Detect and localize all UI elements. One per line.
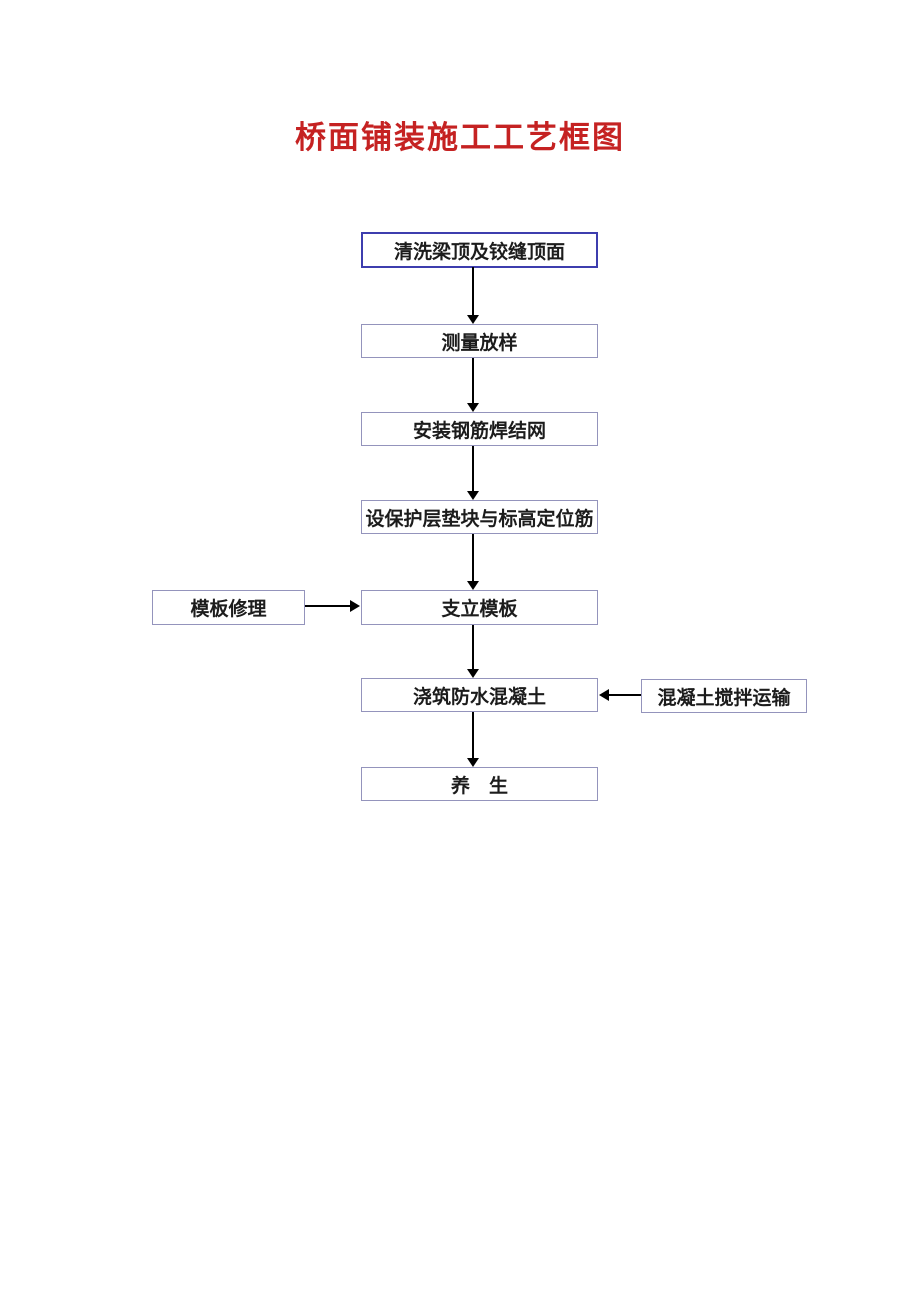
- flow-node-label: 设保护层垫块与标高定位筋: [365, 508, 594, 530]
- flow-node-survey-layout: 测量放样: [361, 324, 598, 358]
- arrow-left-concrete-transport-head-icon: [599, 689, 609, 701]
- arrow-down-2-head-icon: [467, 403, 479, 412]
- arrow-down-3-head-icon: [467, 491, 479, 500]
- arrow-down-5-head-icon: [467, 669, 479, 678]
- arrow-down-5-stem: [472, 625, 474, 669]
- arrow-down-1-stem: [472, 267, 474, 315]
- flow-node-label: 清洗梁顶及铰缝顶面: [393, 241, 565, 263]
- arrow-down-2-stem: [472, 358, 474, 403]
- arrow-right-formwork-repair-stem: [305, 605, 350, 607]
- flow-node-label: 养 生: [450, 775, 508, 797]
- flow-node-label: 混凝土搅拌运输: [657, 687, 791, 709]
- arrow-down-6-stem: [472, 712, 474, 758]
- flow-node-pour-waterproof-concrete: 浇筑防水混凝土: [361, 678, 598, 712]
- flow-node-label: 安装钢筋焊结网: [412, 420, 546, 442]
- flow-node-curing: 养 生: [361, 767, 598, 801]
- flow-node-label: 测量放样: [441, 332, 518, 354]
- arrow-down-3-stem: [472, 446, 474, 491]
- flow-node-label: 支立模板: [441, 599, 518, 620]
- flow-node-cover-spacer-elevation-bars: 设保护层垫块与标高定位筋: [361, 500, 598, 534]
- flow-node-concrete-mix-transport: 混凝土搅拌运输: [641, 679, 807, 713]
- flow-node-label: 模板修理: [190, 599, 267, 620]
- flow-node-install-rebar-mesh: 安装钢筋焊结网: [361, 412, 598, 446]
- arrow-down-1-head-icon: [467, 315, 479, 324]
- arrow-down-6-head-icon: [467, 758, 479, 767]
- page-title: 桥面铺装施工工艺框图: [295, 120, 625, 155]
- flow-node-erect-formwork: 支立模板: [361, 590, 598, 625]
- arrow-left-concrete-transport-stem: [609, 694, 641, 696]
- arrow-right-formwork-repair-head-icon: [350, 600, 360, 612]
- flow-node-label: 浇筑防水混凝土: [412, 686, 546, 708]
- flow-node-formwork-repair: 模板修理: [152, 590, 305, 625]
- arrow-down-4-stem: [472, 534, 474, 581]
- arrow-down-4-head-icon: [467, 581, 479, 590]
- flow-node-clean-beam-top: 清洗梁顶及铰缝顶面: [361, 232, 598, 268]
